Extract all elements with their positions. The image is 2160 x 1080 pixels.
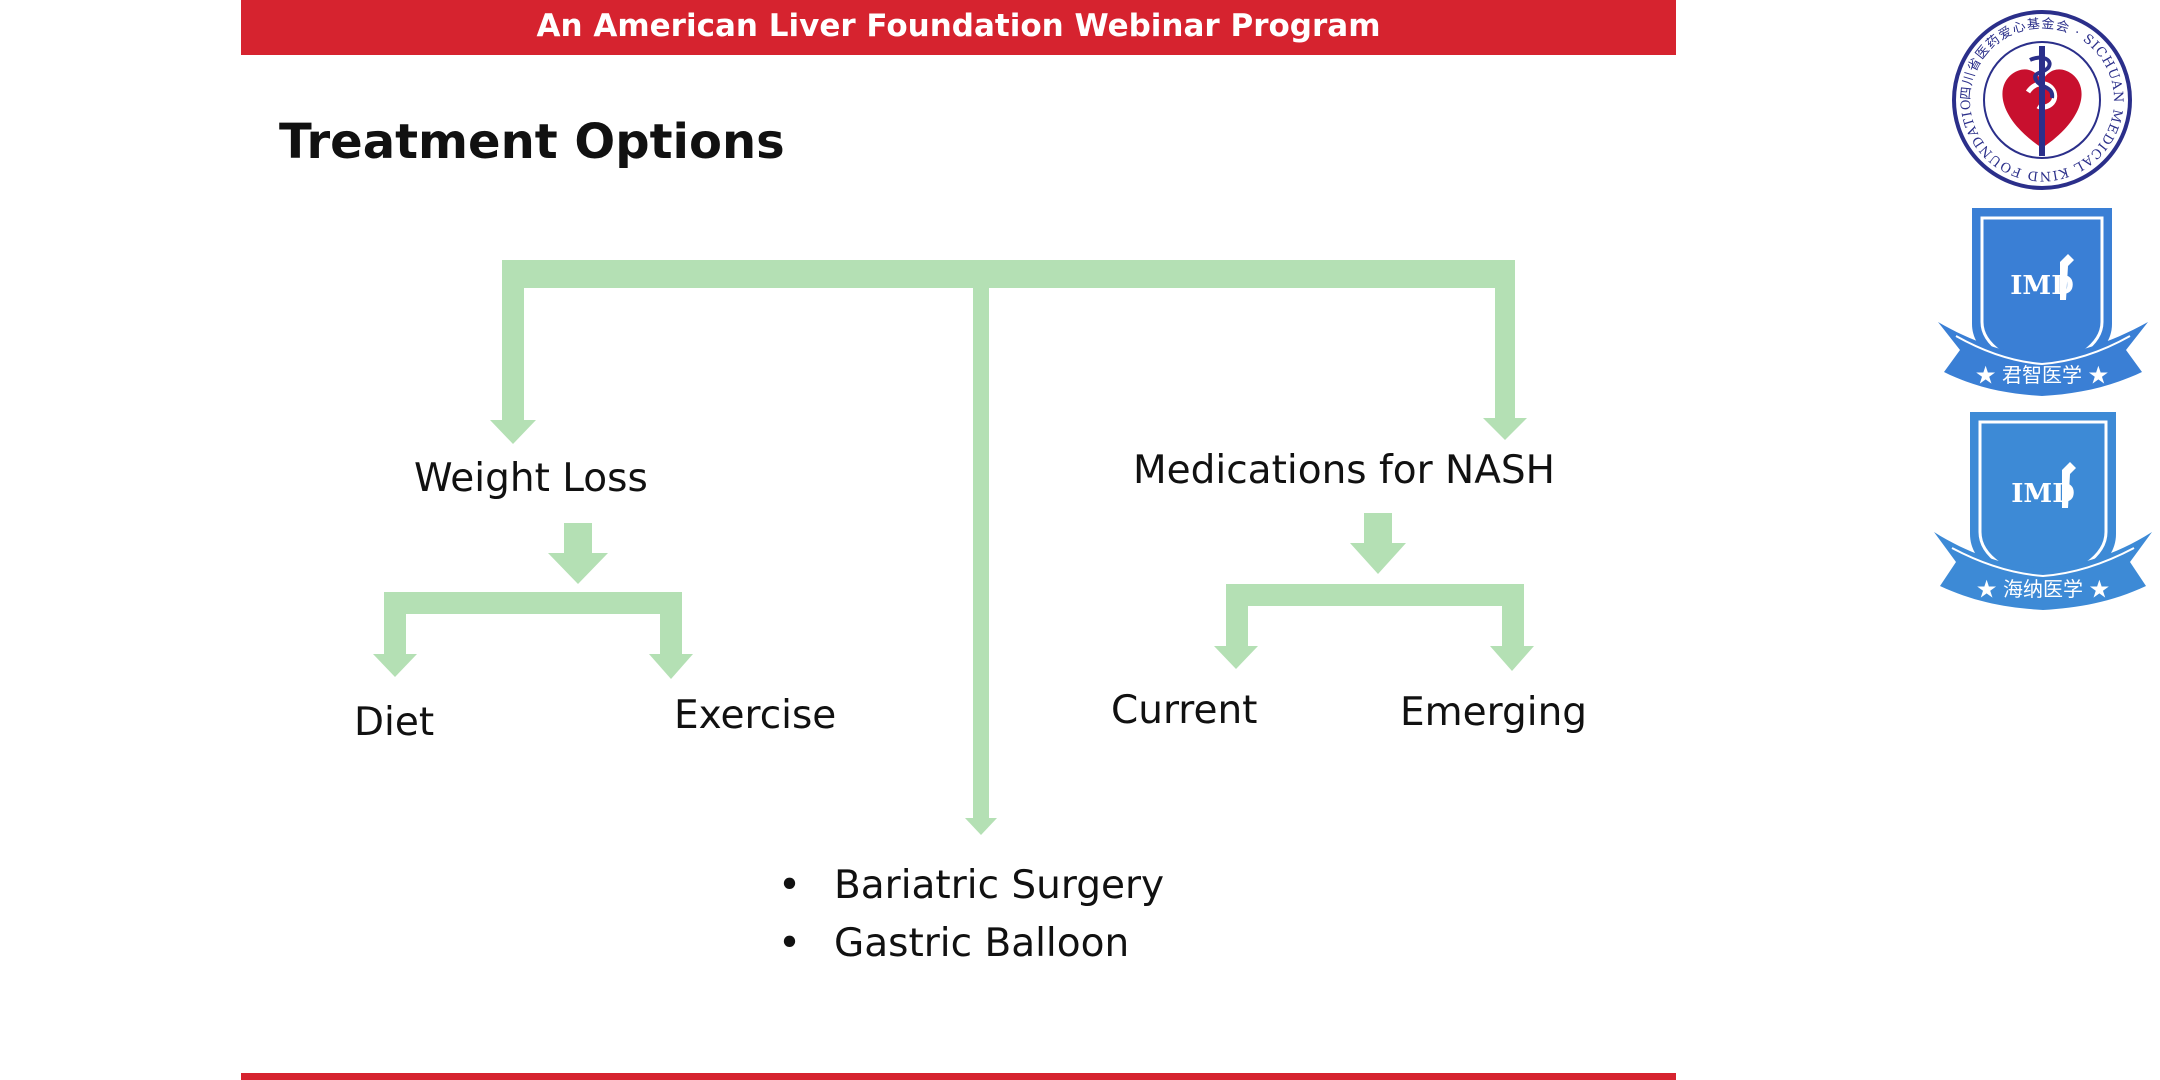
arrow-group [373,260,1534,835]
main-bracket-right-stem [1495,260,1515,418]
diet-arrowhead [373,654,417,677]
node-weight-loss: Weight Loss [414,456,648,501]
bullet-text: Gastric Balloon [834,921,1130,966]
weight-loss-down-arrowhead [548,553,608,584]
weight-loss-down-stem [564,523,592,553]
diagram-connectors [373,260,1534,835]
exercise-arrowhead [649,654,693,679]
bird-icon [2062,462,2076,508]
ribbon-text: ★ 君智医学 ★ [1976,363,2109,387]
exercise-stem [660,592,682,654]
bullet-dot: • [778,921,802,966]
bullet-text: Bariatric Surgery [834,863,1165,908]
ribbon-text: ★ 海纳医学 ★ [1977,577,2110,601]
node-emerging: Emerging [1400,690,1588,735]
weight-loss-arrowhead [490,420,536,444]
junzhi-medical-badge: IMD ★ 君智医学 ★ [1938,208,2148,396]
medications-sub-bar [1226,584,1524,606]
medications-down-arrowhead [1350,543,1406,574]
slide: An American Liver Foundation Webinar Pro… [241,0,1676,1080]
diet-stem [384,592,406,654]
current-arrowhead [1214,646,1258,669]
node-medications-for-nash: Medications for NASH [1133,448,1555,493]
node-diet: Diet [354,700,435,745]
main-bracket-arrows [490,260,1527,835]
top-banner: An American Liver Foundation Webinar Pro… [241,0,1676,55]
weight-loss-sub-bar [384,592,682,614]
bullet-item: • Bariatric Surgery [778,857,1164,915]
node-current: Current [1111,688,1258,733]
surgery-arrowhead [965,818,997,835]
slide-title: Treatment Options [279,114,785,170]
bullet-dot: • [778,863,802,908]
main-bracket-left-stem [502,260,524,420]
node-exercise: Exercise [674,693,837,738]
bird-icon [2060,254,2074,300]
main-bracket-center-stem [973,288,989,818]
ribbon [1934,532,2152,610]
emerging-arrowhead [1490,646,1534,671]
current-stem [1226,584,1248,646]
surgery-bullet-list: • Bariatric Surgery • Gastric Balloon [778,857,1164,973]
emerging-stem [1502,584,1524,646]
haina-medical-badge: IMD ★ 海纳医学 ★ [1934,412,2152,610]
weight-loss-subtree-arrows [373,523,693,679]
main-bracket-top-bar [502,260,1515,288]
medications-down-stem [1364,513,1392,543]
medications-subtree-arrows [1214,513,1534,671]
heart-caduceus-icon [2002,46,2082,156]
bottom-rule [241,1073,1676,1080]
sichuan-foundation-seal: 四川省医药爱心基金会 · SICHUAN MEDICAL KIND FOUNDA… [1950,8,2132,190]
ribbon [1938,322,2148,396]
medications-arrowhead [1483,418,1527,440]
bullet-item: • Gastric Balloon [778,915,1164,973]
